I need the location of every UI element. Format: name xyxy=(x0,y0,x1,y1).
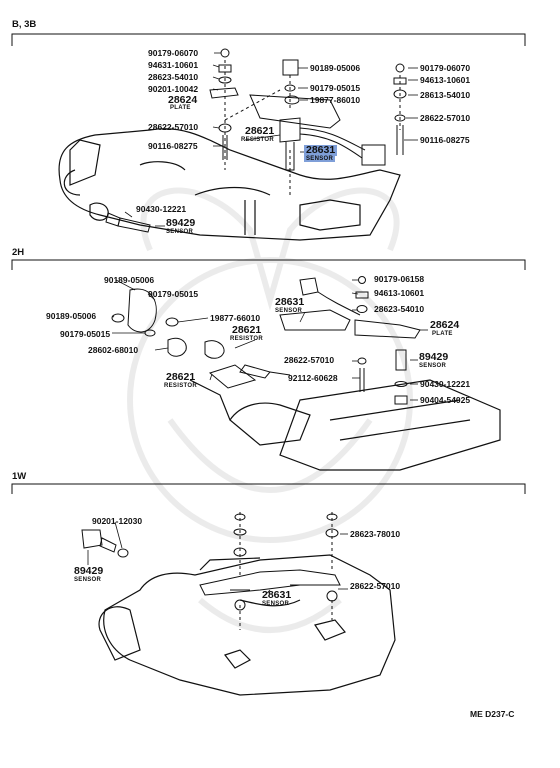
resistor-label: RESISTOR xyxy=(164,383,197,389)
resistor-label: RESISTOR xyxy=(241,137,274,143)
part-number: 28622-57010 xyxy=(284,355,335,365)
section-frame-b3b xyxy=(11,33,526,46)
part-number: 90430-12221 xyxy=(420,379,471,389)
sensor-label: SENSOR xyxy=(419,363,447,369)
part-number: 90189-05006 xyxy=(104,275,155,285)
part-number: 90179-05015 xyxy=(148,289,199,299)
1w-dashed-leaders xyxy=(239,512,333,630)
part-number: 90116-08275 xyxy=(420,135,470,145)
plate-part-number: 28624 xyxy=(168,94,198,106)
sensor-label: SENSOR xyxy=(262,601,290,607)
part-number: 90201-12030 xyxy=(92,516,143,526)
sensor-part-number: 89429 xyxy=(419,351,449,363)
b3b-engine-outline xyxy=(58,128,401,241)
part-number: 90179-06070 xyxy=(420,63,471,73)
2h-leaders xyxy=(111,279,428,401)
part-number: 94613-10601 xyxy=(374,288,425,298)
sensor-label: SENSOR xyxy=(74,577,102,583)
part-number: 19877-66010 xyxy=(210,313,261,323)
resistor-part-number: 28621 xyxy=(245,125,275,137)
1w-leaders xyxy=(87,521,348,596)
sensor-part-number: 89429 xyxy=(166,217,196,229)
part-number: 90189-05006 xyxy=(310,63,361,73)
section-title-2h: 2H xyxy=(12,247,25,258)
part-number: 28622-57010 xyxy=(420,113,471,123)
part-number: 92112-60628 xyxy=(288,373,338,383)
sensor-part-number: 89429 xyxy=(74,565,104,577)
sensor-label: SENSOR xyxy=(166,229,194,235)
part-number: 90201-10042 xyxy=(148,84,199,94)
part-number: 28602-68010 xyxy=(88,345,139,355)
2h-engine-outline xyxy=(189,379,501,471)
b3b-leaders xyxy=(124,52,418,227)
part-number: 90179-05015 xyxy=(60,329,111,339)
part-number: 28623-54010 xyxy=(148,72,199,82)
resistor-part-number: 28621 xyxy=(166,371,196,383)
sensor-label: SENSOR xyxy=(275,308,303,314)
section-title-1w: 1W xyxy=(12,471,27,482)
part-number: 90179-06158 xyxy=(374,274,425,284)
b3b-parts xyxy=(105,48,407,233)
part-number: 90430-12221 xyxy=(136,204,187,214)
plate-label: PLATE xyxy=(432,331,453,337)
part-number: 28622-57010 xyxy=(350,581,401,591)
b3b-dashed-leaders xyxy=(224,60,401,195)
part-number: 28623-54010 xyxy=(374,304,425,314)
1w-parts xyxy=(81,513,341,611)
sensor-part-number: 28631 xyxy=(262,589,292,601)
sensor-part-number-highlighted: 28631 xyxy=(304,144,338,156)
part-number: 90189-05006 xyxy=(46,311,97,321)
watermark-emblem xyxy=(127,187,413,633)
part-number: 28622-57010 xyxy=(148,122,199,132)
part-number: 19877-86010 xyxy=(310,95,361,105)
resistor-part-number: 28621 xyxy=(232,324,262,336)
sensor-part-number: 28631 xyxy=(275,296,305,308)
part-number: 28613-54010 xyxy=(420,90,471,100)
part-number: 90404-54025 xyxy=(420,395,471,405)
section-frame-2h xyxy=(11,259,526,270)
part-number: 28623-78010 xyxy=(350,529,401,539)
part-number: 94631-10601 xyxy=(148,60,199,70)
part-number: 90116-08275 xyxy=(148,141,198,151)
part-number: 90179-05015 xyxy=(310,83,361,93)
section-title-b3b: B, 3B xyxy=(12,19,37,30)
resistor-label: RESISTOR xyxy=(230,336,263,342)
section-frame-1w xyxy=(11,483,526,494)
sensor-label-highlighted: SENSOR xyxy=(304,156,336,162)
2h-parts xyxy=(111,276,421,405)
plate-label: PLATE xyxy=(170,105,191,111)
plate-part-number: 28624 xyxy=(430,319,460,331)
part-number: 94613-10601 xyxy=(420,75,471,85)
1w-engine-outline xyxy=(98,554,396,696)
drawing-code: ME D237-C xyxy=(470,709,515,719)
part-number: 90179-06070 xyxy=(148,48,199,58)
